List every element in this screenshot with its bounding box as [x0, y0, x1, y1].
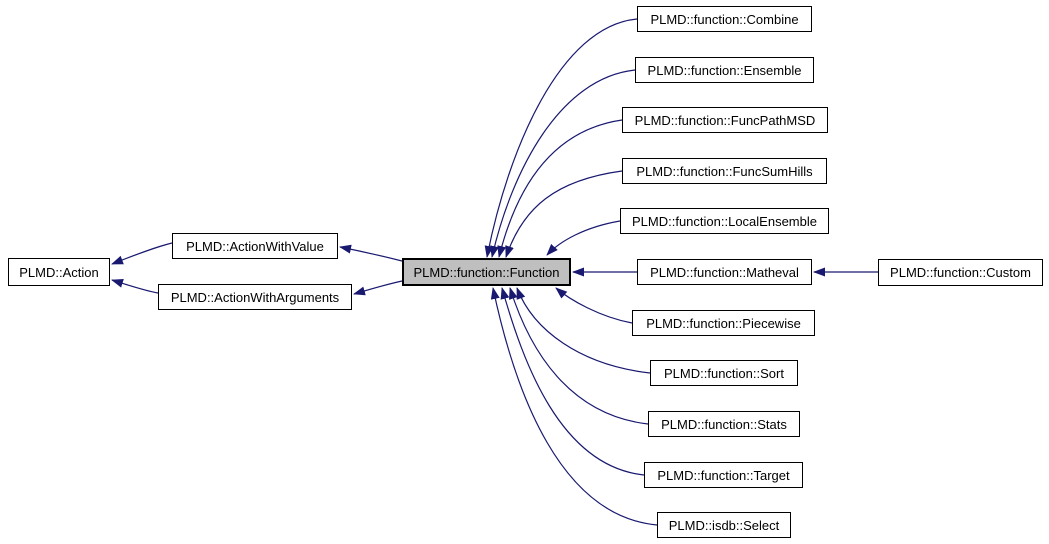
- node-plmd-actionwithvalue[interactable]: PLMD::ActionWithValue: [172, 233, 338, 259]
- edge-funcsumhills-to-function: [505, 170, 623, 258]
- edge-piecewise-to-function: [555, 287, 633, 324]
- node-plmd-action[interactable]: PLMD::Action: [8, 258, 110, 286]
- node-plmd-function-funcpathmsd[interactable]: PLMD::function::FuncPathMSD: [622, 107, 828, 133]
- edge-target-to-function: [500, 287, 645, 476]
- node-plmd-function-sort[interactable]: PLMD::function::Sort: [650, 360, 798, 386]
- node-plmd-function-custom[interactable]: PLMD::function::Custom: [878, 259, 1043, 286]
- edge-function-to-actionwitharguments: [353, 280, 403, 296]
- edge-ensemble-to-function: [490, 69, 636, 258]
- node-plmd-function-matheval[interactable]: PLMD::function::Matheval: [637, 259, 812, 285]
- edge-funcpathmsd-to-function: [497, 119, 623, 258]
- node-plmd-function-localensemble[interactable]: PLMD::function::LocalEnsemble: [620, 208, 829, 234]
- edge-sort-to-function: [516, 287, 651, 374]
- node-plmd-function-function: PLMD::function::Function: [402, 258, 571, 286]
- edge-localensemble-to-function: [546, 220, 621, 256]
- edge-function-to-actionwithvalue: [339, 244, 403, 262]
- node-plmd-isdb-select[interactable]: PLMD::isdb::Select: [657, 512, 791, 538]
- node-plmd-function-funcsumhills[interactable]: PLMD::function::FuncSumHills: [622, 158, 827, 184]
- edge-stats-to-function: [508, 287, 649, 425]
- node-plmd-function-ensemble[interactable]: PLMD::function::Ensemble: [635, 57, 814, 83]
- node-plmd-function-stats[interactable]: PLMD::function::Stats: [648, 411, 800, 437]
- edge-actionwithvalue-to-action: [111, 242, 173, 265]
- node-plmd-actionwitharguments[interactable]: PLMD::ActionWithArguments: [158, 284, 352, 310]
- edge-actionwitharguments-to-action: [111, 278, 159, 294]
- node-plmd-function-target[interactable]: PLMD::function::Target: [644, 462, 803, 488]
- edge-combine-to-function: [484, 18, 638, 258]
- node-plmd-function-piecewise[interactable]: PLMD::function::Piecewise: [632, 310, 815, 336]
- node-plmd-function-combine[interactable]: PLMD::function::Combine: [637, 6, 812, 32]
